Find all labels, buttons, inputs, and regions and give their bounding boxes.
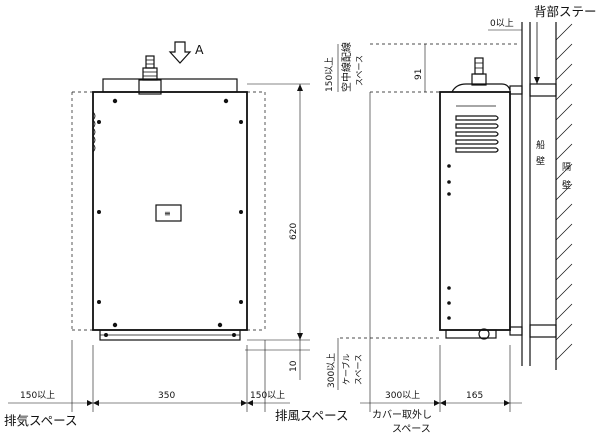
cover-space-name-label: カバー取外し: [372, 409, 432, 421]
louver-vents: [455, 105, 499, 153]
dim-91-label: 91: [414, 69, 424, 80]
lower-wall-bracket: [509, 326, 523, 336]
left-clear-label: 150以上: [20, 390, 55, 401]
cable-space-num-label: 300以上: [326, 353, 337, 388]
side-view: 船 壁 隔 壁 背部ステー 0以上 150以上 空中線配線 スペース 91 30…: [324, 4, 597, 435]
dim-10-label: 10: [289, 360, 299, 372]
right-clear-label: 150以上: [250, 390, 285, 401]
front-view: A ≡: [71, 41, 266, 341]
top-bracket: [102, 78, 238, 93]
front-screws: [97, 98, 243, 328]
cable-space-sub-label: スペース: [354, 354, 363, 385]
upper-wall-bracket: [509, 85, 523, 95]
bulkhead-hatch: [555, 23, 573, 361]
hull-wall-label-1: 船: [536, 139, 545, 151]
dim-620: 620: [247, 83, 310, 341]
cable-space-name-label: ケーブル: [341, 353, 351, 385]
dim-10: 10: [245, 340, 310, 380]
overhead-space-name-label: 空中線配線: [340, 42, 353, 92]
cover-space-sub-label: スペース: [392, 424, 431, 435]
dim-620-label: 620: [289, 223, 299, 240]
front-bottom-dims: 150以上 350 150以上 排気スペース 排風スペース: [4, 340, 349, 428]
depth-165-label: 165: [466, 391, 483, 401]
side-dots: [447, 164, 451, 320]
hull-wall-label-2: 壁: [536, 155, 545, 167]
arrow-a-label: A: [195, 42, 204, 57]
back-stay-label: 背部ステー: [534, 4, 597, 19]
side-antenna-connector: [471, 57, 487, 86]
label-plate: [155, 204, 182, 222]
label-plate-text: ≡: [164, 209, 171, 218]
side-bottom-plate: [445, 329, 497, 339]
gap-top-right-label: 0以上: [490, 18, 514, 29]
antenna-connector: [138, 55, 162, 95]
hinge-detail: [92, 111, 96, 153]
overhead-space-top-label: 150以上: [324, 57, 335, 92]
bulkhead-label-2: 壁: [562, 179, 571, 191]
cover-space-num-label: 300以上: [385, 390, 420, 401]
width-350-label: 350: [158, 391, 175, 401]
overhead-space-sub-label: スペース: [355, 55, 364, 86]
back-stay-lower: [529, 324, 557, 338]
side-top-cap: [451, 83, 511, 93]
vent-space-label: 排風スペース: [275, 408, 349, 423]
exhaust-space-label: 排気スペース: [4, 413, 78, 428]
back-stay-upper: [529, 83, 557, 97]
bulkhead-label-1: 隔: [562, 162, 571, 173]
view-arrow-a: A: [168, 41, 204, 64]
